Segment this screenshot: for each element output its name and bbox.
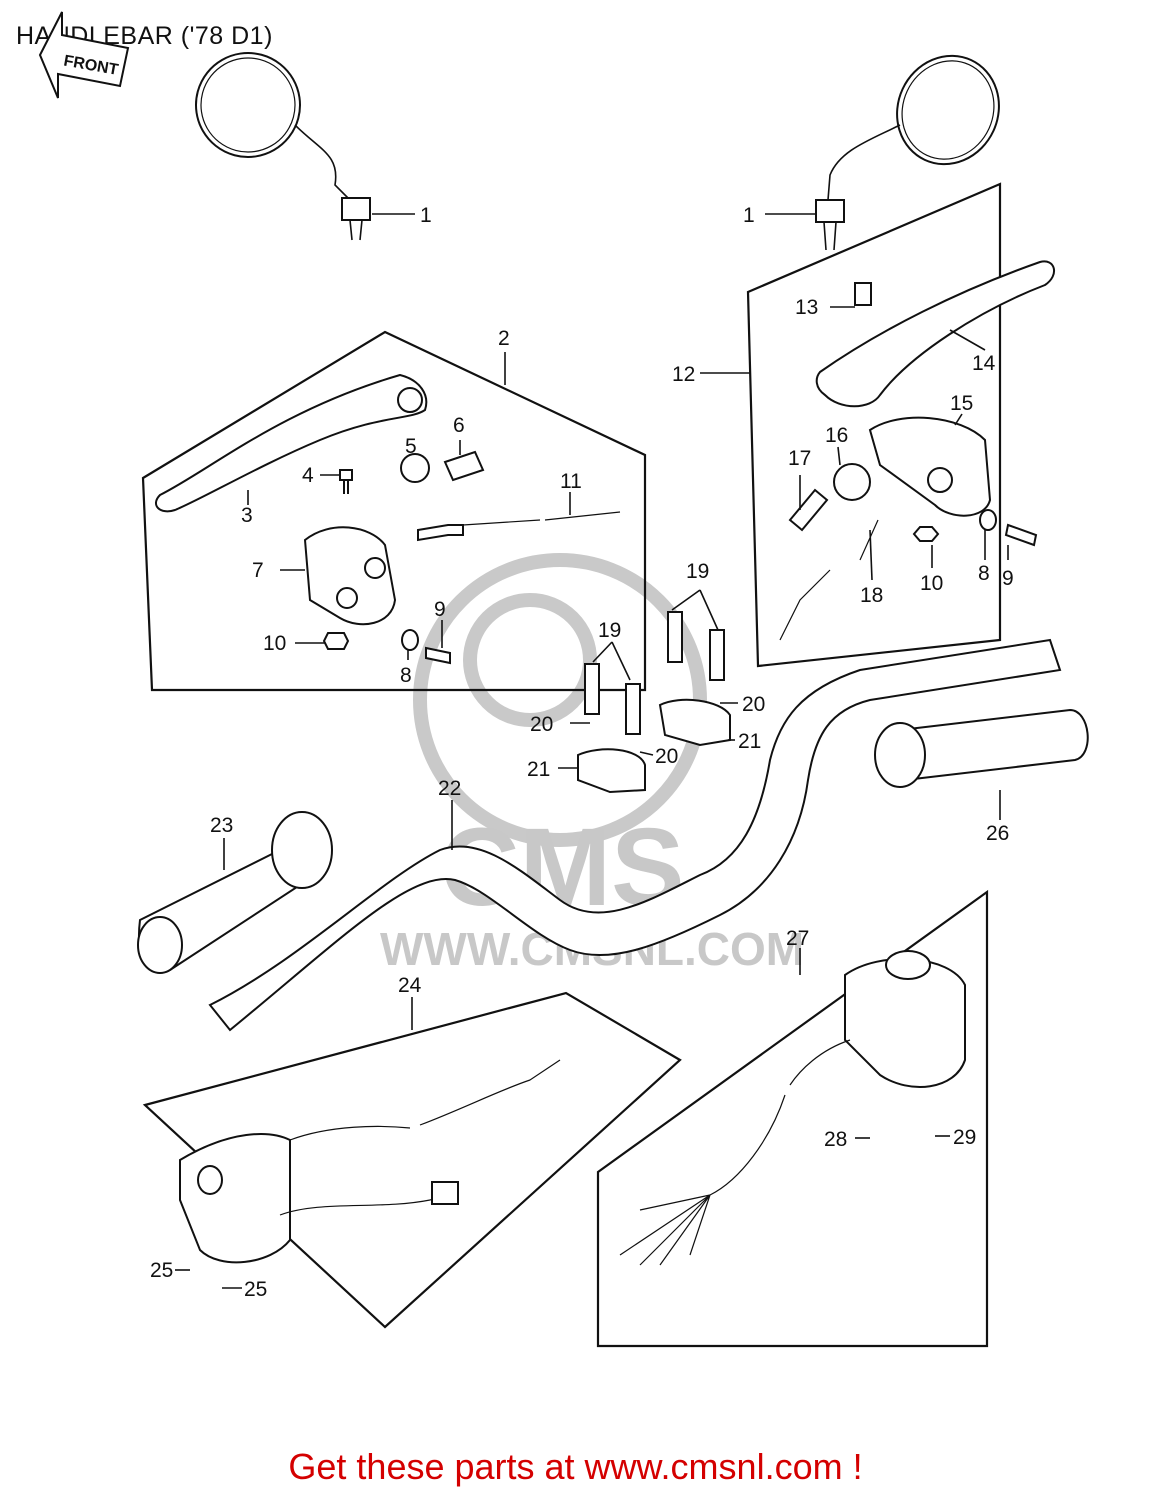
label-28: 28	[824, 1128, 847, 1151]
handlebar-tube	[208, 638, 1062, 1032]
label-9-right: 9	[1002, 567, 1014, 590]
left-lever-box	[141, 330, 647, 692]
label-20-mid: 20	[655, 745, 678, 768]
label-27: 27	[786, 927, 809, 950]
cms-callout-link[interactable]: Get these parts at www.cmsnl.com !	[288, 1446, 863, 1487]
label-20-left: 20	[530, 713, 553, 736]
label-13: 13	[795, 296, 818, 319]
label-3: 3	[241, 504, 253, 527]
mirror-left	[195, 52, 371, 241]
label-10-left: 10	[263, 632, 286, 655]
label-4: 4	[302, 464, 314, 487]
label-24: 24	[398, 974, 422, 997]
label-25-right: 25	[244, 1278, 267, 1301]
label-2: 2	[498, 327, 510, 350]
label-19-upper: 19	[686, 560, 709, 583]
label-15: 15	[950, 392, 973, 415]
label-10-right: 10	[920, 572, 943, 595]
label-26: 26	[986, 822, 1009, 845]
label-1-right: 1	[743, 204, 755, 227]
label-25-left: 25	[150, 1259, 173, 1282]
label-23: 23	[210, 814, 233, 837]
label-8-left: 8	[400, 664, 412, 687]
label-14: 14	[972, 352, 996, 375]
grip-right	[874, 708, 1089, 788]
label-16: 16	[825, 424, 848, 447]
label-18: 18	[860, 584, 883, 607]
handlebar-clamps	[577, 611, 731, 794]
label-17: 17	[788, 447, 811, 470]
right-lever-box	[746, 182, 1055, 668]
label-6: 6	[453, 414, 465, 437]
label-12: 12	[672, 363, 695, 386]
label-20-right: 20	[742, 693, 765, 716]
label-22: 22	[438, 777, 461, 800]
label-19-lower: 19	[598, 619, 621, 642]
label-9-left: 9	[434, 598, 446, 621]
label-8-right: 8	[978, 562, 990, 585]
mirror-right	[815, 54, 1000, 251]
label-21-right: 21	[738, 730, 761, 753]
label-11: 11	[560, 470, 582, 493]
right-switch-box	[596, 889, 989, 1348]
label-5: 5	[405, 435, 417, 458]
part-number-labels: 1 1 2 3 4 5 6 7 8 9 10 11 12 13 14 15 16…	[150, 204, 1014, 1301]
label-1-left: 1	[420, 204, 432, 227]
label-21-left: 21	[527, 758, 550, 781]
leader-lines	[175, 213, 1009, 1289]
label-29: 29	[953, 1126, 976, 1149]
front-arrow-icon: FRONT	[38, 11, 130, 99]
label-7: 7	[252, 559, 264, 582]
grip-left	[137, 811, 333, 974]
left-switch-box	[142, 991, 682, 1329]
